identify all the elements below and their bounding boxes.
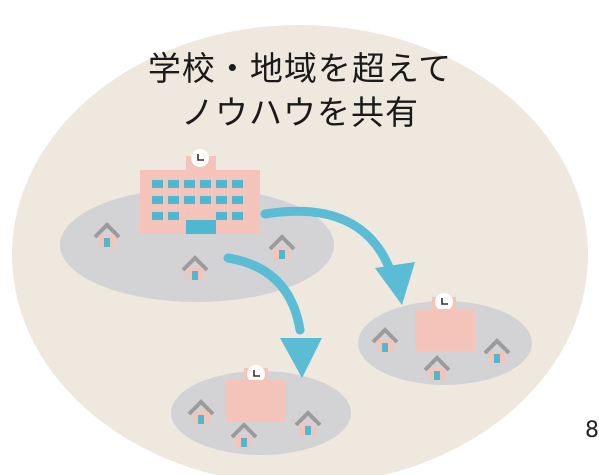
headline-line-1: 学校・地域を超えて [147,49,453,88]
arrow-icon [223,253,322,378]
school-icon [226,364,286,422]
school-icon [415,292,475,351]
page-number: 8 [585,418,599,443]
arrow-icon [260,206,415,305]
headline-line-2: ノウハウを共有 [181,93,419,132]
school-icon [140,148,260,234]
